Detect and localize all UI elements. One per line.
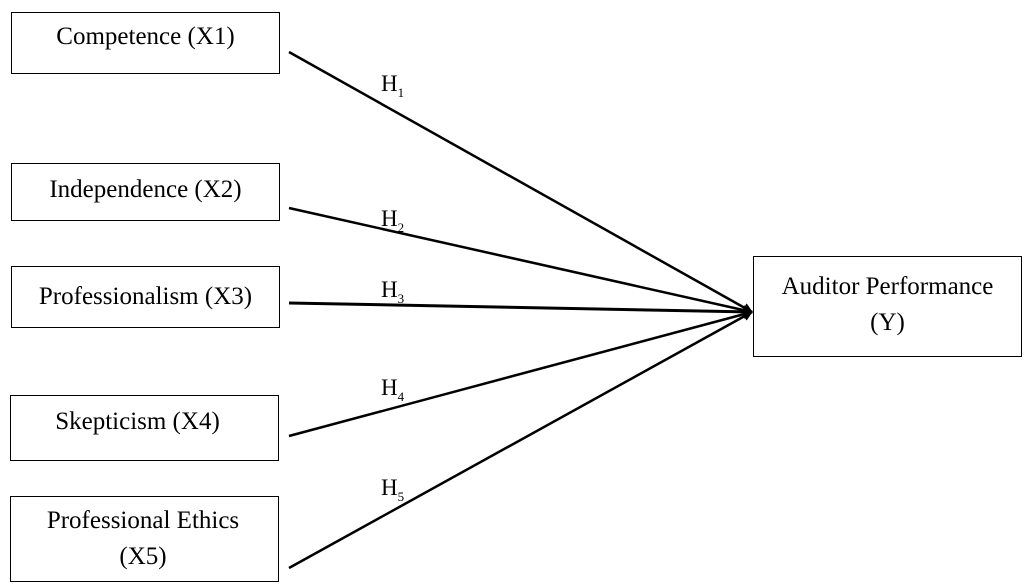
node-skepticism: Skepticism (X4) (10, 395, 279, 461)
hypothesis-letter: H (381, 277, 398, 302)
node-competence: Competence (X1) (11, 12, 280, 74)
node-independence: Independence (X2) (11, 163, 280, 221)
hypothesis-index: 1 (397, 85, 405, 100)
hypothesis-letter: H (381, 475, 398, 500)
arrow-h1 (288, 50, 753, 314)
node-label: Auditor Performance (Y) (781, 272, 994, 336)
node-label: Competence (X1) (56, 23, 235, 50)
hypothesis-label-h1: H1 (381, 72, 404, 105)
node-label: Professional Ethics (X5) (46, 507, 240, 570)
node-label: Independence (X2) (49, 176, 242, 203)
arrow-h3 (288, 301, 753, 317)
hypothesis-label-h3: H3 (381, 278, 404, 311)
hypothesis-letter: H (381, 71, 398, 96)
arrow-h5 (288, 310, 753, 570)
hypothesis-letter: H (381, 375, 398, 400)
node-label: Professionalism (X3) (38, 283, 253, 310)
hypothesis-label-h5: H5 (381, 476, 404, 509)
node-professional-ethics: Professional Ethics (X5) (10, 496, 279, 582)
arrow-h4 (288, 309, 753, 438)
node-professionalism: Professionalism (X3) (11, 266, 280, 328)
hypothesis-index: 5 (397, 489, 405, 504)
hypothesis-letter: H (381, 206, 398, 231)
hypothesis-label-h2: H2 (381, 207, 404, 240)
hypothesis-index: 2 (397, 220, 405, 235)
hypothesis-index: 4 (397, 389, 405, 404)
node-label: Skepticism (X4) (55, 408, 220, 435)
arrow-h2 (288, 206, 753, 315)
hypothesis-label-h4: H4 (381, 376, 404, 409)
node-auditor-performance: Auditor Performance (Y) (753, 256, 1022, 357)
hypothesis-index: 3 (397, 291, 405, 306)
